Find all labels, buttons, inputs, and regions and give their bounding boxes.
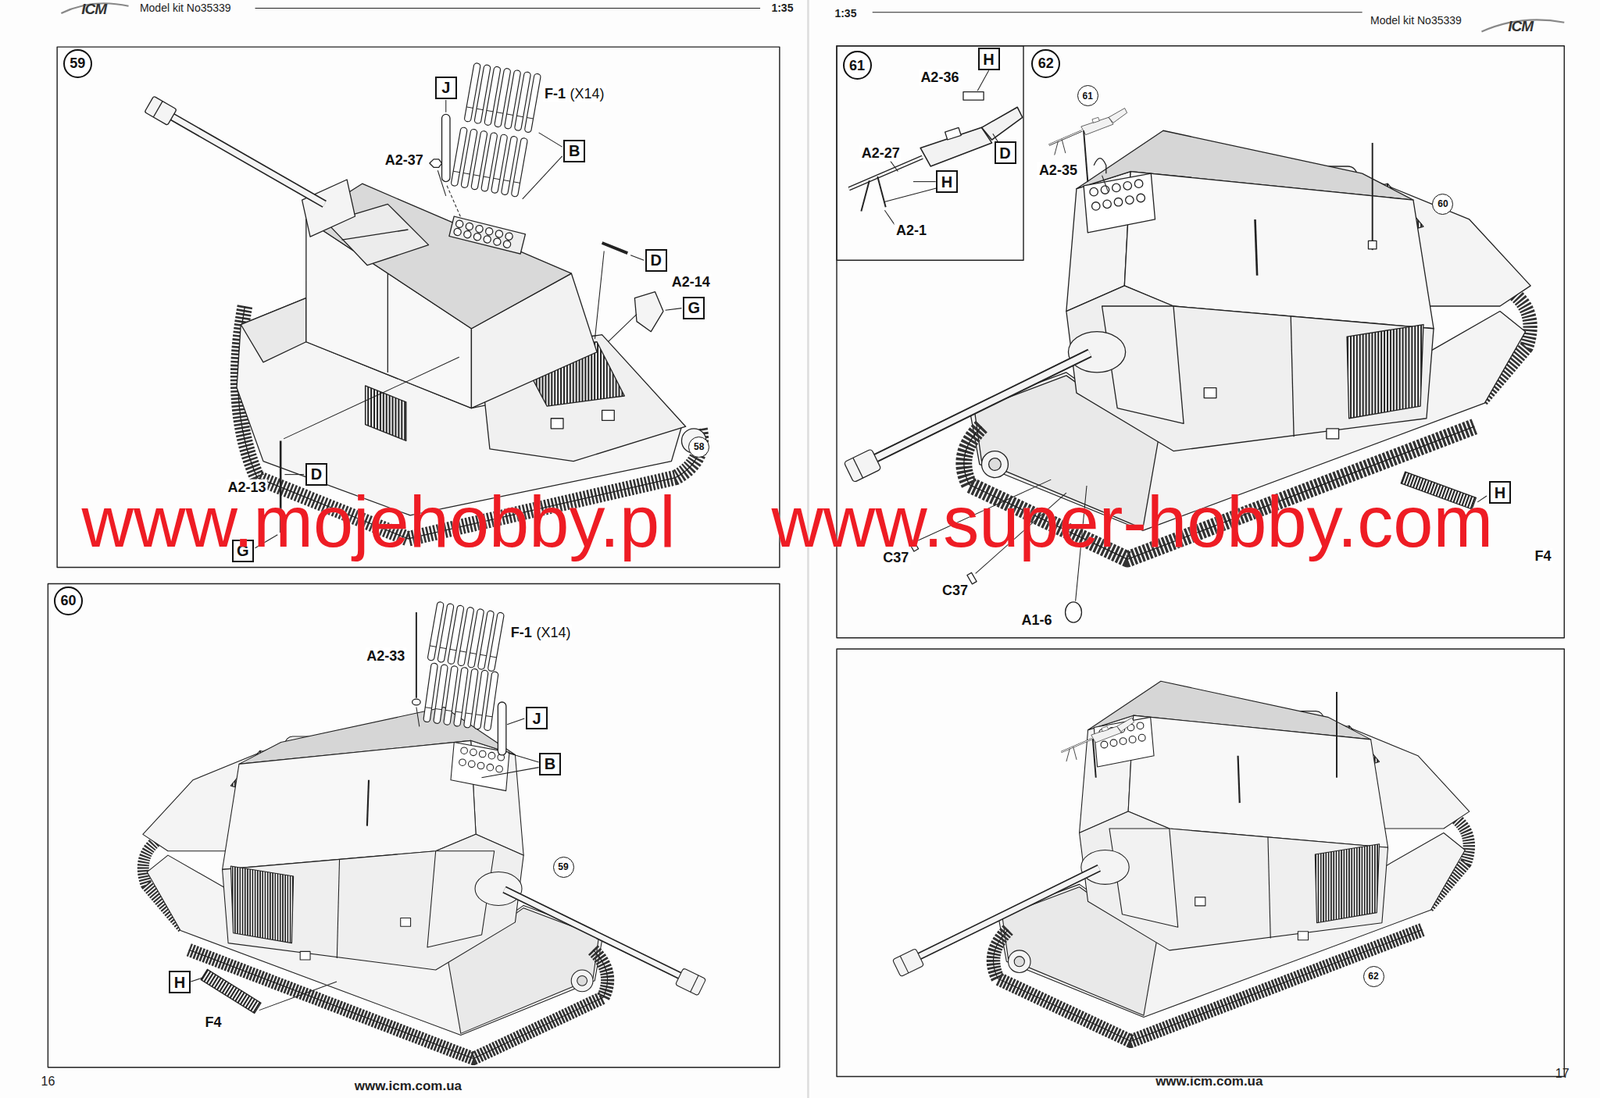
callout-number-text: 59 (557, 862, 568, 872)
website-url: www.icm.com.ua (354, 1078, 462, 1095)
part-number: F-1 (542, 85, 568, 103)
part-number: C37 (940, 582, 970, 600)
vehicle-front-view (892, 681, 1469, 1042)
part-letter-box: G (682, 296, 705, 320)
callout-number: 58 (688, 436, 710, 458)
part-letter-box: J (525, 707, 548, 730)
part-letter-box: B (563, 139, 586, 163)
part-letter-box: B (539, 753, 561, 776)
quantity-note: (X14) (568, 85, 607, 103)
part-number: A2-33 (364, 647, 407, 665)
part-letter-box-text: H (982, 51, 994, 68)
part-number: A2-35 (1037, 162, 1079, 179)
callout-number: 61 (1077, 85, 1099, 107)
website-url: www.icm.com.ua (1155, 1074, 1263, 1090)
page-number: 17 (1555, 1067, 1570, 1082)
part-number: A2-13 (226, 479, 268, 497)
panel-60-parts (190, 601, 539, 1014)
callout-number: 59 (553, 857, 575, 879)
part-letter-box-text: H (1494, 485, 1506, 501)
machine-gun-parts (849, 70, 1023, 227)
part-number: A2-1 (894, 222, 929, 240)
quantity-note: (X14) (534, 624, 572, 641)
callout-number-text: 62 (1367, 971, 1379, 982)
callout-number: 62 (1363, 966, 1385, 988)
part-number: A2-37 (383, 152, 425, 169)
part-letter-box-text: D (999, 145, 1011, 161)
callout-number-text: 61 (1082, 91, 1093, 101)
part-number: F4 (203, 1014, 223, 1031)
header-text: Model kit No35339 (139, 1, 232, 15)
part-letter-box-text: H (174, 975, 186, 991)
step-number: 61 (842, 50, 872, 80)
scale-text: 1:35 (834, 7, 857, 20)
part-letter-box-text: J (532, 710, 541, 727)
page-frame (47, 0, 1565, 1098)
step-number: 59 (63, 49, 93, 79)
leader-lines (255, 100, 683, 549)
part-number: A2-36 (918, 69, 961, 86)
watermark: www.super-hobby.com (771, 485, 1493, 558)
page-number: 16 (40, 1074, 55, 1089)
step-number: 60 (53, 586, 83, 616)
part-letter-box: D (645, 249, 668, 272)
part-letter-box-text: B (544, 756, 556, 772)
part-letter-box-text: J (441, 79, 450, 96)
part-letter-box-text: B (568, 142, 580, 159)
logo-text: ICM (81, 0, 107, 18)
part-letter-box-text: D (310, 466, 322, 483)
part-letter-box: D (305, 463, 328, 486)
panel-final-parts (1060, 692, 1337, 779)
part-number: A2-14 (670, 273, 712, 290)
callout-number: 60 (1432, 193, 1454, 215)
header-text: Model kit No35339 (1370, 14, 1462, 27)
part-letter-box: H (935, 170, 958, 193)
step-number-text: 62 (1038, 56, 1054, 71)
part-letter-box: J (435, 76, 458, 100)
watermark: www.mojehobby.pl (82, 485, 676, 558)
step-number-text: 60 (60, 593, 76, 608)
part-letter-box-text: D (650, 252, 662, 268)
vehicle-rear-view (144, 62, 707, 540)
step-number: 62 (1031, 49, 1061, 79)
part-letter-box-text: G (687, 300, 700, 316)
part-number: F-1 (509, 624, 534, 641)
part-number: F4 (1532, 547, 1553, 565)
part-number: A2-27 (860, 145, 902, 162)
scale-text: 1:35 (771, 1, 793, 15)
step-number-text: 59 (69, 56, 86, 71)
part-letter-box: D (994, 141, 1017, 165)
vehicle-front-view (142, 707, 707, 1059)
part-letter-box: H (978, 47, 1000, 71)
part-letter-box: H (168, 971, 191, 994)
part-number: C37 (881, 550, 911, 567)
logo-text: ICM (1507, 17, 1533, 36)
part-letter-box-text: H (941, 174, 953, 190)
callout-number-text: 60 (1437, 199, 1448, 209)
callout-number-text: 58 (693, 442, 704, 452)
part-number: A1-6 (1019, 612, 1054, 629)
step-number-text: 61 (849, 58, 865, 73)
